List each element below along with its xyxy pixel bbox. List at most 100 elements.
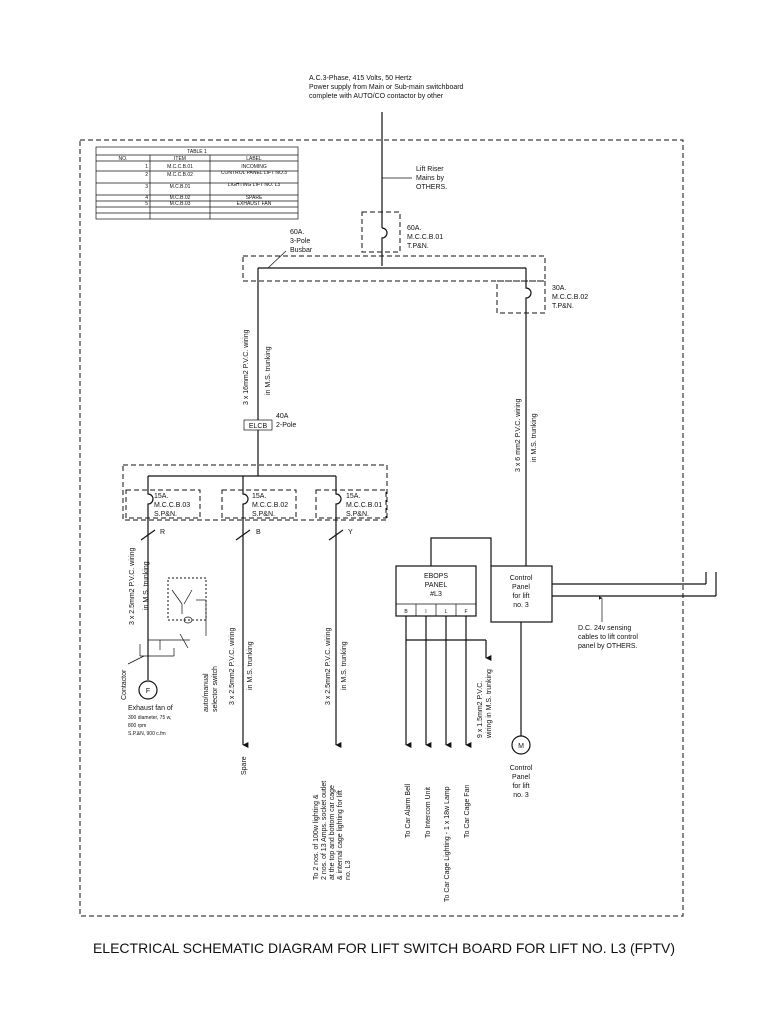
fan-symbol-letter: F bbox=[146, 688, 150, 695]
main-feeder-wiring-label: 3 x 16mm2 P.V.C. wiring bbox=[243, 329, 250, 405]
riser-label: Lift Riser Mains by OTHERS. bbox=[416, 166, 447, 191]
svg-text:15A.: 15A. bbox=[154, 493, 168, 500]
table-title: TABLE 1 bbox=[187, 149, 207, 155]
mcb02-label: 15A. M.C.C.B.02 S.P&N. bbox=[252, 493, 288, 518]
output-cage-fan: To Car Cage Fan bbox=[464, 785, 471, 838]
svg-text:OTHERS.: OTHERS. bbox=[416, 184, 447, 191]
motor-symbol bbox=[511, 735, 531, 755]
table-cell: CONTROL PANEL LIFT NO.3 bbox=[220, 171, 288, 176]
table-header: LABEL bbox=[246, 156, 262, 162]
mccb01-breaker-symbol bbox=[381, 227, 388, 266]
selector-label-line1: auto/manual bbox=[203, 673, 210, 712]
phase-y-label: Y bbox=[348, 529, 353, 536]
elcb-rating: 40A 2-Pole bbox=[276, 413, 296, 429]
mcb02-breaker-symbol bbox=[242, 476, 249, 528]
table-cell: 5 bbox=[145, 201, 148, 207]
mcb01-enclosure bbox=[315, 489, 387, 519]
ebops-terminal-label: B bbox=[404, 609, 408, 615]
motor-label: Control Panel for lift no. 3 bbox=[510, 765, 533, 799]
table-cell: 2 bbox=[145, 172, 148, 178]
svg-text:S.P&N.: S.P&N. bbox=[252, 511, 275, 518]
mcb03-enclosure bbox=[125, 489, 201, 519]
svg-text:2 nos. of 13 Amps. socket outl: 2 nos. of 13 Amps. socket outlet bbox=[321, 781, 328, 880]
table-cell: M.C.B.01 bbox=[170, 184, 191, 190]
phase-b-label: B bbox=[256, 529, 261, 536]
svg-text:Control: Control bbox=[510, 765, 533, 772]
svg-text:no. 3: no. 3 bbox=[513, 792, 529, 799]
table-cell: 4 bbox=[145, 195, 148, 201]
svg-text:for lift: for lift bbox=[512, 593, 529, 600]
ebops-terminal-label: L bbox=[445, 609, 448, 615]
contactor-label: Contactor bbox=[121, 669, 128, 700]
svg-text:M.C.C.B.01: M.C.C.B.01 bbox=[346, 502, 382, 509]
svg-text:& internal cage lighting for l: & internal cage lighting for lift bbox=[337, 790, 344, 880]
svg-text:cables to lift control: cables to lift control bbox=[578, 634, 638, 641]
ebops-terminal-label: I bbox=[425, 609, 426, 615]
output-intercom: To Intercom Unit bbox=[425, 787, 432, 838]
svg-text:800 rpm: 800 rpm bbox=[128, 723, 146, 729]
svg-text:15A.: 15A. bbox=[252, 493, 266, 500]
lighting-destination-label: To 2 nos. of 100w lighting & 2 nos. of 1… bbox=[313, 781, 352, 880]
mccb01-enclosure bbox=[361, 211, 401, 253]
mcb02-enclosure bbox=[221, 489, 297, 519]
table-cell: SPARE bbox=[246, 195, 263, 201]
svg-text:at the top and bottom car cage: at the top and bottom car cage bbox=[329, 785, 336, 880]
svg-text:T.P&N.: T.P&N. bbox=[552, 303, 574, 310]
lighting-wiring-label: 3 x 2.5mm2 P.V.C. wiring bbox=[325, 627, 332, 705]
mcb03-breaker-symbol bbox=[147, 476, 154, 528]
svg-text:panel by OTHERS.: panel by OTHERS. bbox=[578, 643, 638, 650]
svg-text:no. 3: no. 3 bbox=[513, 602, 529, 609]
ebops-wiring-label-line1: 9 x 1.5mm2 P.V.C. bbox=[477, 681, 484, 738]
svg-text:Mains by: Mains by bbox=[416, 175, 445, 182]
svg-text:M.C.C.B.01: M.C.C.B.01 bbox=[407, 234, 443, 241]
fan-wiring-label: 3 x 2.5mm2 P.V.C. wiring bbox=[129, 547, 136, 625]
table-cell: EXHAUST FAN bbox=[237, 201, 272, 207]
svg-text:Control: Control bbox=[510, 575, 533, 582]
svg-text:no. L3: no. L3 bbox=[345, 860, 352, 880]
elcb-label: ELCB bbox=[249, 423, 268, 430]
svg-text:Panel: Panel bbox=[512, 774, 530, 781]
svg-text:S.P&N.: S.P&N. bbox=[346, 511, 369, 518]
svg-text:2-Pole: 2-Pole bbox=[276, 422, 296, 429]
control-panel-label: Control Panel for lift no. 3 bbox=[510, 575, 533, 609]
svg-text:EBOPS: EBOPS bbox=[424, 573, 448, 580]
svg-text:S.P&N.: S.P&N. bbox=[154, 511, 177, 518]
mcb03-label: 15A. M.C.C.B.03 S.P&N. bbox=[154, 493, 190, 518]
mcb01-label: 15A. M.C.C.B.01 S.P&N. bbox=[346, 493, 382, 518]
exhaust-fan-label: Exhaust fan of 300 diameter, 75 w, 800 r… bbox=[128, 705, 173, 737]
svg-text:15A.: 15A. bbox=[346, 493, 360, 500]
svg-text:3-Pole: 3-Pole bbox=[290, 238, 310, 245]
switchboard-boundary bbox=[79, 139, 684, 917]
exhaust-fan-symbol bbox=[138, 680, 158, 700]
svg-text:Panel: Panel bbox=[512, 584, 530, 591]
table-cell: M.C.B.02 bbox=[170, 195, 191, 201]
spare-trunking-label: in M.S. trunking bbox=[247, 641, 254, 690]
table-header: NO. bbox=[119, 156, 128, 162]
busbar-label: 60A. 3-Pole Busbar bbox=[290, 229, 313, 254]
mcb01-breaker-symbol bbox=[335, 476, 342, 528]
table-1: TABLE 1 NO. ITEM LABEL 1 M.C.C.B.01 INCO… bbox=[95, 146, 299, 220]
selector-label-line2: selector switch bbox=[212, 666, 219, 712]
svg-text:M.C.C.B.02: M.C.C.B.02 bbox=[252, 502, 288, 509]
spare-wiring-label: 3 x 2.5mm2 P.V.C. wiring bbox=[229, 627, 236, 705]
table-cell: M.C.B.03 bbox=[170, 201, 191, 207]
table-cell: INCOMING bbox=[241, 164, 267, 170]
fan-trunking-label: in M.S. trunking bbox=[143, 561, 150, 610]
svg-text:30A.: 30A. bbox=[552, 285, 566, 292]
svg-text:for lift: for lift bbox=[512, 783, 529, 790]
svg-text:PANEL: PANEL bbox=[425, 582, 448, 589]
lighting-trunking-label: in M.S. trunking bbox=[341, 641, 348, 690]
table-cell: 1 bbox=[145, 164, 148, 170]
right-feeder-wiring-label: 3 x 6 mm2 P.V.C. wiring bbox=[515, 398, 522, 472]
ebops-feed-line bbox=[430, 537, 492, 566]
right-feeder-trunking-label: in M.S. trunking bbox=[531, 413, 538, 462]
svg-text:S.P.&N, 900 c.fm: S.P.&N, 900 c.fm bbox=[128, 731, 166, 737]
svg-text:60A.: 60A. bbox=[407, 225, 421, 232]
spare-label: Spare bbox=[241, 756, 248, 775]
svg-text:300 diameter, 75 w,: 300 diameter, 75 w, bbox=[128, 715, 171, 721]
svg-text:Exhaust fan of: Exhaust fan of bbox=[128, 705, 173, 712]
sensing-label: D.C. 24v sensing cables to lift control … bbox=[578, 625, 638, 650]
ebops-panel-label: EBOPS PANEL #L3 bbox=[424, 573, 448, 598]
busbar-enclosure bbox=[242, 255, 546, 282]
